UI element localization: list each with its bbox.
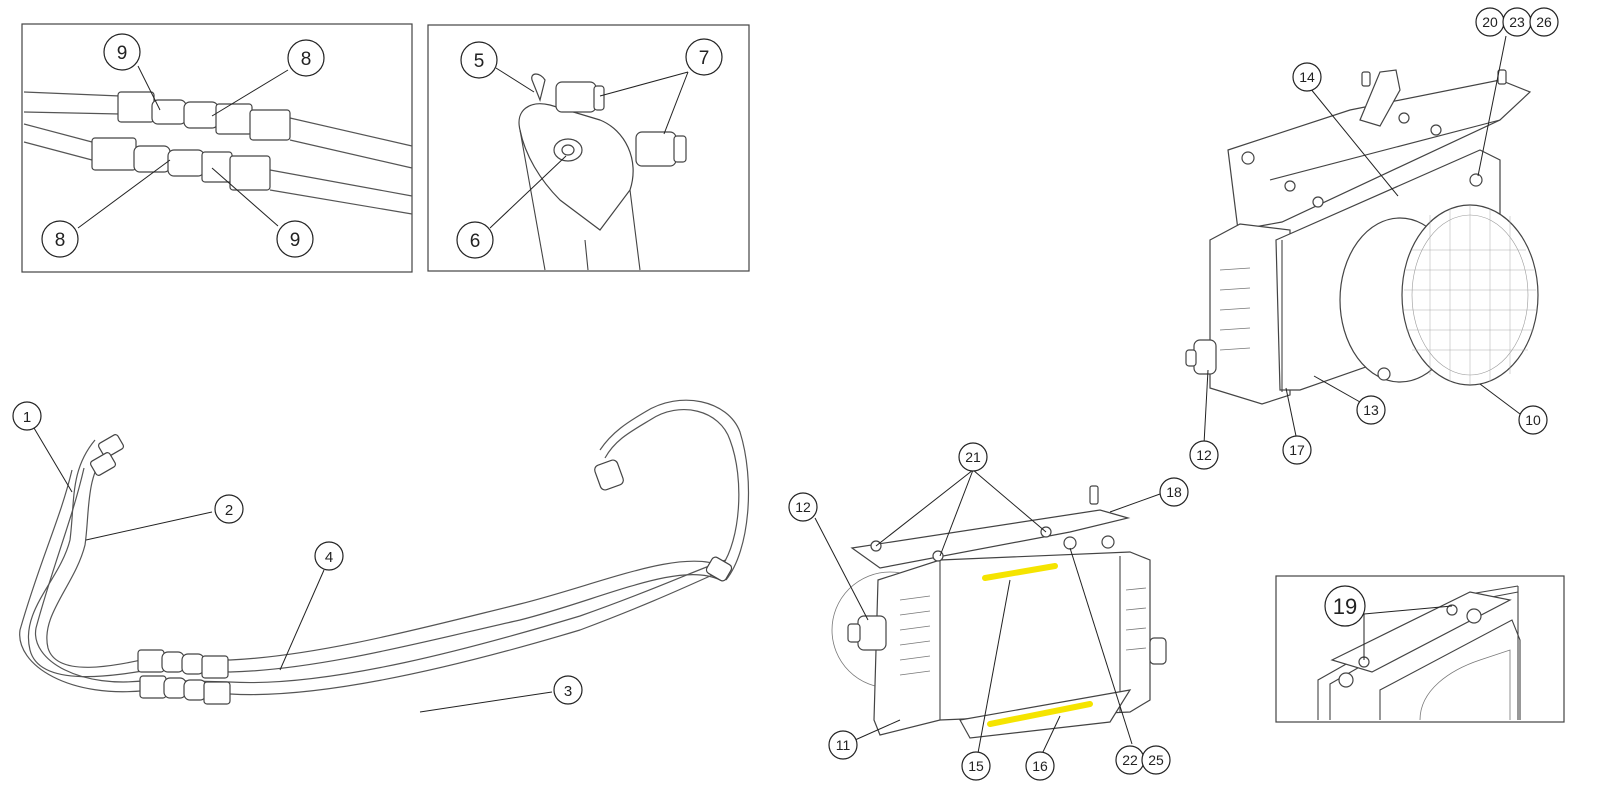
- callout-19: 19: [1324, 585, 1366, 627]
- leader-lines-hoses: [33, 427, 553, 713]
- hose-end-fittings: [89, 434, 125, 476]
- callout-23: 23: [1502, 7, 1532, 37]
- svg-text:14: 14: [1299, 69, 1315, 85]
- hose-assembly: 1 2 4 3: [12, 399, 750, 713]
- detail-hoses: [23, 91, 413, 215]
- callout-17: 17: [1282, 435, 1312, 465]
- callout-18: 18: [1159, 477, 1189, 507]
- detail-box-hose-couplings: 9 8 8 9: [21, 23, 413, 273]
- svg-text:10: 10: [1525, 412, 1541, 428]
- svg-text:16: 16: [1032, 758, 1048, 774]
- svg-text:6: 6: [470, 231, 481, 252]
- callout-21: 21: [958, 442, 988, 472]
- callout-11: 11: [828, 730, 858, 760]
- callout-13: 13: [1356, 395, 1386, 425]
- svg-text:19: 19: [1333, 594, 1357, 619]
- clamp-fittings: [555, 81, 687, 167]
- callout-3: 3: [553, 675, 583, 705]
- leader-lines-detail-c: [1363, 605, 1453, 660]
- svg-text:8: 8: [55, 230, 66, 251]
- svg-text:3: 3: [564, 683, 572, 700]
- svg-text:2: 2: [225, 502, 233, 519]
- svg-text:17: 17: [1289, 442, 1305, 458]
- callout-10: 10: [1518, 405, 1548, 435]
- svg-text:21: 21: [965, 449, 981, 465]
- callout-14: 14: [1292, 62, 1322, 92]
- svg-text:23: 23: [1509, 14, 1525, 30]
- svg-text:18: 18: [1166, 484, 1182, 500]
- highlight-strip-top: [982, 563, 1058, 581]
- svg-text:9: 9: [117, 43, 128, 64]
- lower-coupling-assembly: [91, 137, 271, 191]
- oil-cooler-assembly: 21 12 18 11 15 16 22 25: [788, 442, 1189, 781]
- callout-16: 16: [1025, 751, 1055, 781]
- callout-25: 25: [1141, 745, 1171, 775]
- svg-text:9: 9: [290, 230, 301, 251]
- detail-box-clamp: 5 7 6: [427, 24, 750, 272]
- svg-text:5: 5: [474, 51, 485, 72]
- callout-20: 20: [1475, 7, 1505, 37]
- highlight-strip-bottom: [987, 701, 1093, 727]
- callout-22: 22: [1115, 745, 1145, 775]
- callout-9-bottom: 9: [276, 220, 314, 258]
- callout-6: 6: [456, 221, 494, 259]
- callout-8-top: 8: [287, 39, 325, 77]
- svg-text:13: 13: [1363, 402, 1379, 418]
- callout-4: 4: [314, 541, 344, 571]
- callout-1: 1: [12, 401, 42, 431]
- svg-text:11: 11: [836, 737, 851, 753]
- callout-2: 2: [214, 494, 244, 524]
- svg-text:4: 4: [325, 549, 333, 566]
- svg-text:25: 25: [1148, 752, 1164, 768]
- hose-couplings-lower: [137, 649, 231, 705]
- svg-text:1: 1: [23, 409, 31, 426]
- callout-5: 5: [460, 41, 498, 79]
- svg-text:22: 22: [1122, 752, 1138, 768]
- svg-text:12: 12: [1196, 447, 1212, 463]
- detail-box-mounting-studs: 19: [1275, 575, 1565, 723]
- svg-text:20: 20: [1482, 14, 1498, 30]
- callout-7: 7: [685, 38, 723, 76]
- cooler-fan-assembly: 14 20 23 26 13 10 12 17: [1185, 7, 1559, 470]
- svg-text:7: 7: [699, 48, 710, 69]
- fan-guard-mesh: [1404, 206, 1536, 384]
- svg-text:8: 8: [301, 49, 312, 70]
- callout-12-right: 12: [1189, 440, 1219, 470]
- leader-lines-detail-a: [77, 65, 289, 229]
- clamp-bracket: [518, 73, 641, 271]
- upper-coupling-assembly: [117, 91, 291, 141]
- leader-lines-cooler: [814, 469, 1161, 755]
- callout-15: 15: [961, 751, 991, 781]
- svg-text:15: 15: [968, 758, 984, 774]
- leader-lines-detail-b: [489, 67, 689, 229]
- callout-8-bottom: 8: [41, 220, 79, 258]
- svg-text:26: 26: [1536, 14, 1552, 30]
- svg-text:12: 12: [795, 499, 811, 515]
- leader-lines-fan-cooler: [1203, 35, 1521, 445]
- callout-26: 26: [1529, 7, 1559, 37]
- callout-12-left: 12: [788, 492, 818, 522]
- callout-9-top: 9: [103, 33, 141, 71]
